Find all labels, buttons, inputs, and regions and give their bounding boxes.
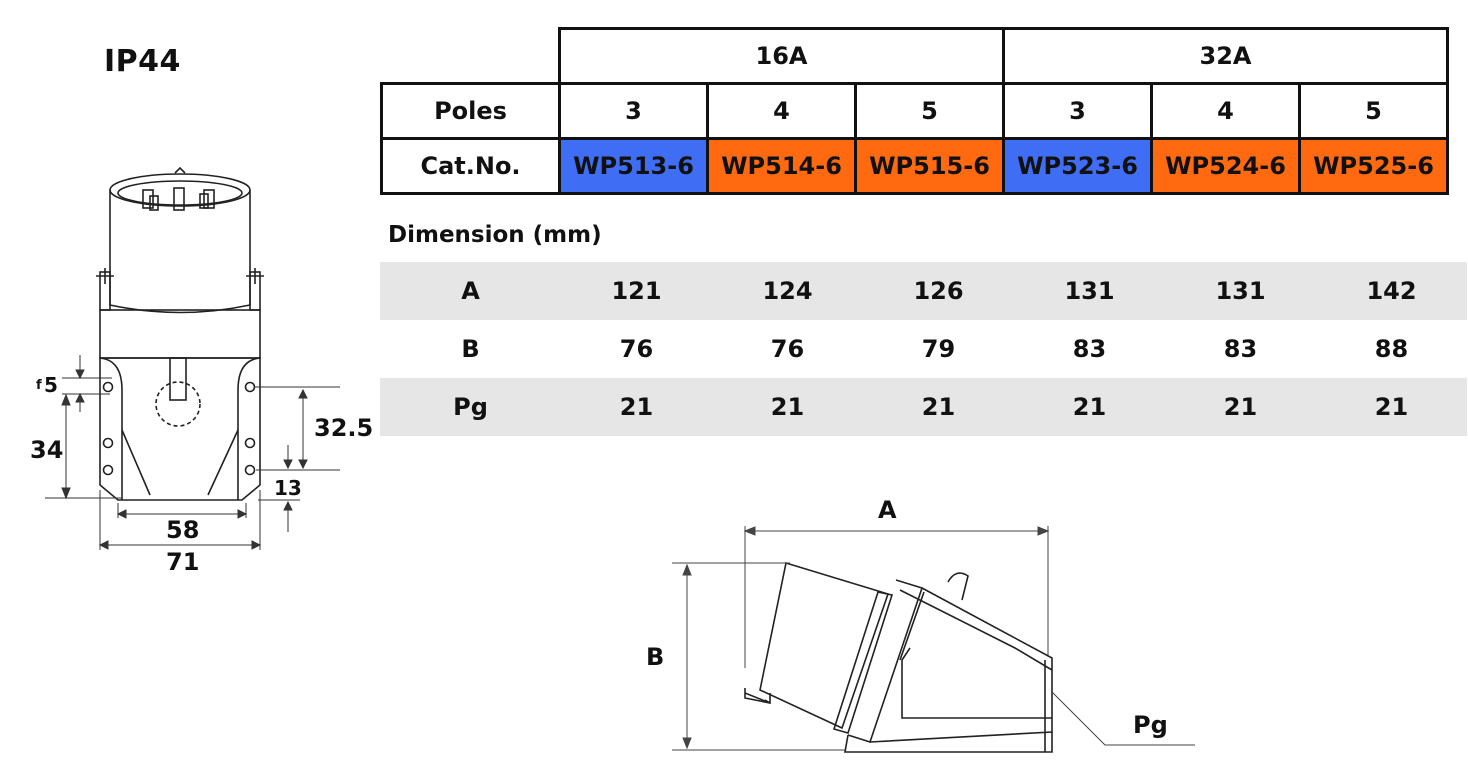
dim-label-5: 5 <box>44 373 58 397</box>
cat-number-cell: WP515-6 <box>854 137 1005 195</box>
dimension-value: 131 <box>1014 262 1165 320</box>
poles-cell: 5 <box>854 82 1005 140</box>
dimension-value: 21 <box>1165 378 1316 436</box>
dim-label-f: f <box>36 378 42 393</box>
dim-label-58: 58 <box>166 516 199 544</box>
poles-cell: 5 <box>1298 82 1449 140</box>
dim-label-13: 13 <box>274 476 302 500</box>
dimension-row-pg: Pg 21 21 21 21 21 21 <box>380 378 1467 436</box>
dimension-value: 21 <box>1316 378 1467 436</box>
poles-label: Poles <box>380 82 561 140</box>
dimension-value: 21 <box>863 378 1014 436</box>
table-corner <box>381 28 561 85</box>
dimension-value: 124 <box>712 262 863 320</box>
dim-label-pg: Pg <box>1133 711 1168 739</box>
dimension-title: Dimension (mm) <box>388 222 602 248</box>
dimension-value: 88 <box>1374 335 1409 363</box>
dimension-label: Pg <box>380 378 561 436</box>
dimension-table: A 121 124 126 131 131 142 B 76 76 79 83 … <box>380 262 1467 436</box>
product-title: IP44 <box>104 44 181 79</box>
dim-label-a: A <box>878 496 897 524</box>
poles-cell: 3 <box>1002 82 1153 140</box>
dim-label-b: B <box>646 643 664 671</box>
cat-number-cell: WP525-6 <box>1298 137 1449 195</box>
poles-cell: 4 <box>706 82 857 140</box>
side-view-drawing: A B Pg <box>646 496 1195 753</box>
amp-group-32a: 32A <box>1002 27 1449 85</box>
dimension-value: 21 <box>561 378 712 436</box>
cat-number-cell: WP513-6 <box>558 137 709 195</box>
poles-row: Poles 3 4 5 3 4 5 <box>380 82 1449 140</box>
dimension-label: A <box>380 262 561 320</box>
catalog-number-row: Cat.No. WP513-6 WP514-6 WP515-6 WP523-6 … <box>380 137 1449 195</box>
cat-number-cell: WP514-6 <box>706 137 857 195</box>
dimension-value: 76 <box>770 335 805 363</box>
dimension-value: 76 <box>619 335 654 363</box>
front-view-drawing: f 5 34 32.5 13 58 71 <box>30 166 373 576</box>
dim-label-34: 34 <box>30 436 63 464</box>
dimension-value: 83 <box>1072 335 1107 363</box>
cat-number-cell: WP524-6 <box>1150 137 1301 195</box>
dimension-value: 131 <box>1165 262 1316 320</box>
dim-label-71: 71 <box>166 548 199 576</box>
dimension-row-a: A 121 124 126 131 131 142 <box>380 262 1467 320</box>
dimension-value: 83 <box>1223 335 1258 363</box>
dimension-value: 79 <box>921 335 956 363</box>
poles-cell: 3 <box>558 82 709 140</box>
dimension-value: 121 <box>561 262 712 320</box>
dimension-value: 142 <box>1316 262 1467 320</box>
catalog-table: 16A 32A Poles 3 4 5 3 4 5 Cat.No. WP513-… <box>380 27 1449 195</box>
cat-number-cell: WP523-6 <box>1002 137 1153 195</box>
dimension-row-b: B 76 76 79 83 83 88 <box>380 320 1467 378</box>
dimension-value: 21 <box>1014 378 1165 436</box>
cat-label: Cat.No. <box>380 137 561 195</box>
dimension-label: B <box>461 335 480 363</box>
amp-group-16a: 16A <box>558 27 1005 85</box>
dim-label-32-5: 32.5 <box>314 414 373 442</box>
poles-cell: 4 <box>1150 82 1301 140</box>
dimension-value: 126 <box>863 262 1014 320</box>
dimension-value: 21 <box>712 378 863 436</box>
